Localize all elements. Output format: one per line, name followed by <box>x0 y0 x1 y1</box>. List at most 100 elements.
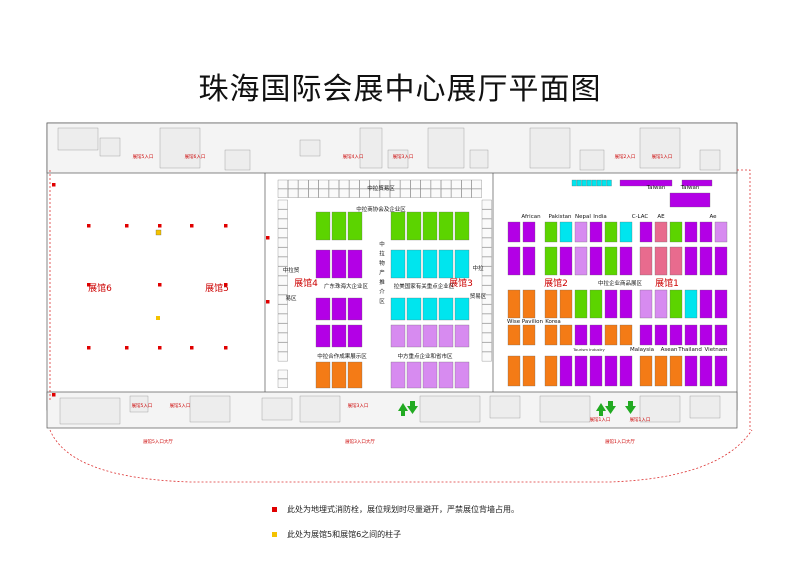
page-title: 珠海国际会展中心展厅平面图 <box>198 72 602 107</box>
hydrant-marker-icon <box>190 346 194 350</box>
booth <box>277 188 288 198</box>
booth <box>277 228 288 238</box>
zone-coop-achievement: 中拉合作成果展示区 <box>317 352 367 360</box>
up-arrow-icon <box>398 403 408 416</box>
booth <box>277 256 288 267</box>
booth <box>654 246 668 276</box>
booth <box>684 289 698 319</box>
service-room <box>299 139 321 157</box>
booth <box>544 289 558 319</box>
zone-trade-left-2: 易区 <box>285 295 297 302</box>
down-arrow-icon <box>407 401 418 414</box>
entrance-label: 展馆5入口 <box>133 153 154 160</box>
booth <box>347 324 363 348</box>
booth <box>684 324 698 346</box>
booth <box>619 355 633 387</box>
country-label: Asean <box>661 347 678 353</box>
booth <box>481 304 492 314</box>
booth <box>619 289 633 319</box>
booth <box>544 246 558 276</box>
zone-latin-key-enterprise: 拉美国家有关重点企业区 <box>394 282 455 290</box>
service-room <box>57 127 99 151</box>
booth <box>277 266 288 276</box>
hall2-label: 展馆2 <box>544 277 568 289</box>
service-room <box>387 149 409 169</box>
booth <box>669 289 683 319</box>
booth <box>406 361 422 389</box>
entrance-label: 展馆1入口 <box>630 416 651 423</box>
booth <box>438 297 454 321</box>
down-arrow-icon <box>605 401 616 414</box>
entrance-label: 展馆5入口大厅 <box>143 438 173 445</box>
booth <box>639 355 653 387</box>
booth <box>349 188 360 198</box>
booth <box>481 313 492 324</box>
booth <box>454 297 470 321</box>
booth <box>277 313 288 324</box>
hydrant-marker-icon <box>266 236 270 240</box>
booth <box>714 289 728 319</box>
booth <box>481 237 492 248</box>
booth <box>347 249 363 279</box>
booth <box>714 246 728 276</box>
zone-china-latin-promo: 中拉物产推介区 <box>378 240 385 308</box>
booth <box>328 179 339 189</box>
booth <box>481 199 492 210</box>
booth <box>589 221 603 243</box>
booth <box>430 179 441 189</box>
booth <box>684 355 698 387</box>
country-label: AE <box>657 214 665 220</box>
booth <box>410 179 421 189</box>
booth <box>438 249 454 279</box>
booth <box>410 188 421 198</box>
booth <box>331 211 347 241</box>
hydrant-marker-icon <box>52 393 56 397</box>
service-room <box>427 127 465 169</box>
country-label: Nepal <box>575 214 591 220</box>
booth <box>298 188 309 198</box>
booth <box>481 209 492 219</box>
booth <box>331 297 347 321</box>
booth <box>349 179 360 189</box>
country-label: Vietnam <box>705 347 728 353</box>
booth <box>331 324 347 348</box>
booth <box>669 192 711 208</box>
booth <box>406 297 422 321</box>
booth <box>390 188 401 198</box>
legend-pillar-text: 此处为展馆5和展馆6之间的柱子 <box>287 530 402 539</box>
hydrant-marker-icon <box>158 346 162 350</box>
booth <box>714 221 728 243</box>
booth <box>379 179 390 189</box>
booth <box>277 237 288 248</box>
entrance-label: 展馆1入口 <box>652 153 673 160</box>
booth <box>574 246 588 276</box>
booth <box>277 209 288 219</box>
hall5-label: 展馆5 <box>205 282 229 294</box>
booth <box>619 324 633 346</box>
booth <box>481 218 492 229</box>
booth <box>454 361 470 389</box>
booth <box>574 221 588 243</box>
booth <box>422 249 438 279</box>
booth <box>277 304 288 314</box>
booth <box>390 211 406 241</box>
booth <box>461 179 472 189</box>
booth <box>604 324 618 346</box>
service-rooms <box>57 127 721 425</box>
booth <box>277 342 288 352</box>
booth <box>481 247 492 257</box>
booth <box>379 188 390 198</box>
booth <box>277 323 288 333</box>
booth <box>277 294 288 305</box>
country-label: Korea <box>545 319 561 325</box>
service-room <box>529 127 571 169</box>
zone-trade-left-1: 中拉贸 <box>283 266 300 274</box>
hydrant-marker-icon <box>266 300 270 304</box>
booth <box>277 378 288 388</box>
booth <box>451 179 462 189</box>
booth <box>574 324 588 346</box>
booth <box>507 221 521 243</box>
pillar-marker-icon <box>155 229 162 236</box>
booth <box>574 289 588 319</box>
country-label: Wise Pavilion <box>507 319 543 325</box>
